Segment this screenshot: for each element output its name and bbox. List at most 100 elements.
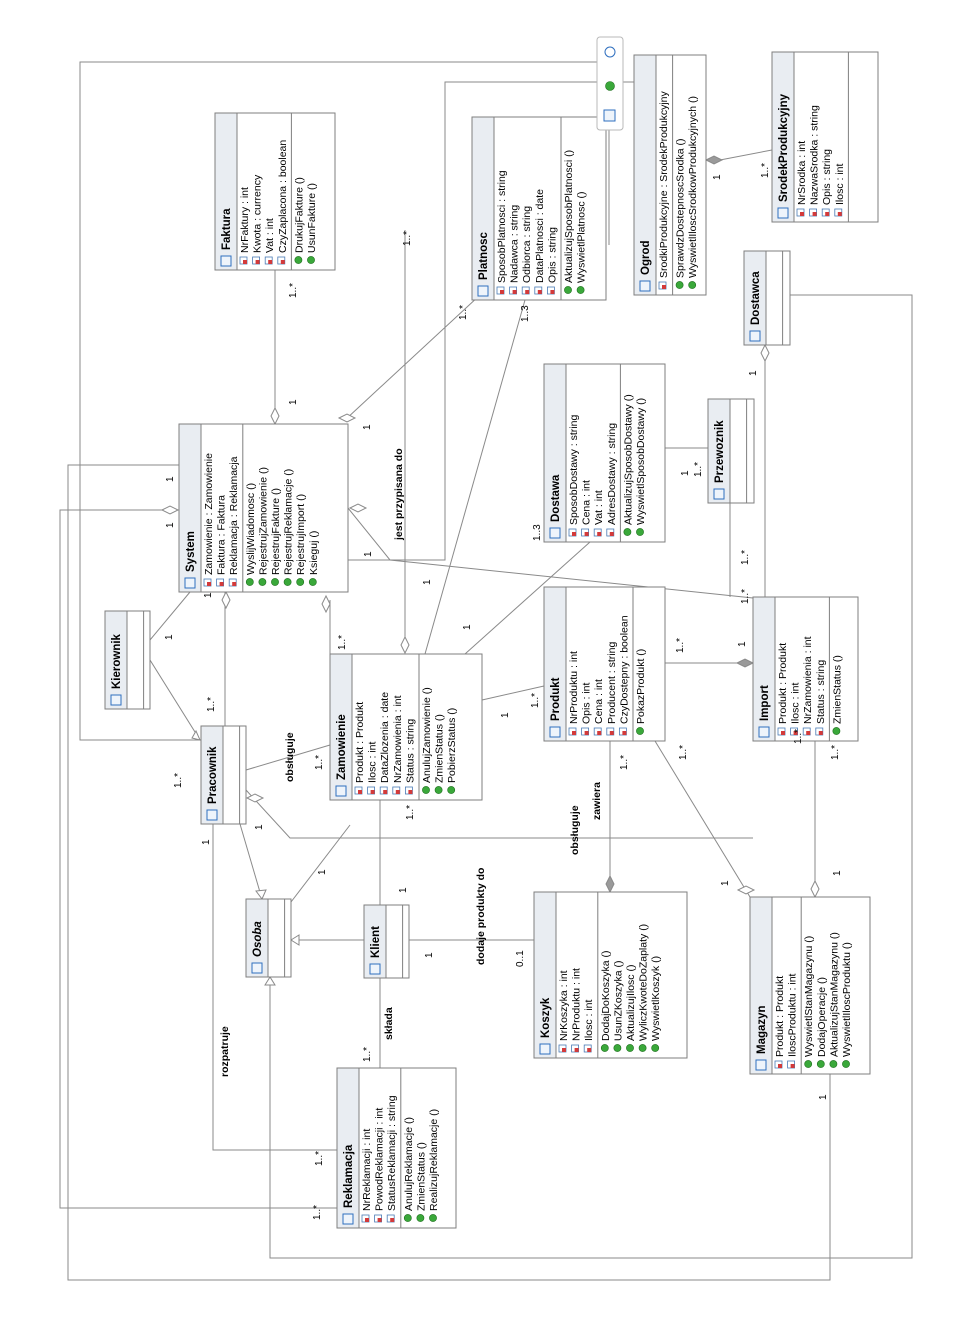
operation: UsunZKoszyka () <box>612 960 624 1041</box>
multiplicity-label: 1..* <box>405 805 416 820</box>
assoc-pracownik-zamowienie[interactable] <box>245 744 331 771</box>
assoc-system-magazyn-outer[interactable] <box>67 464 831 1281</box>
class-klient[interactable]: Klient <box>363 904 410 979</box>
private-marker-icon <box>574 1048 579 1052</box>
class-name: Osoba <box>252 921 264 957</box>
generalization-pracownik-osoba[interactable] <box>239 823 263 900</box>
attribute: SposobPlatnosci : string <box>496 170 508 283</box>
class-name: Dostawca <box>750 271 762 325</box>
private-marker-icon <box>790 1064 795 1068</box>
diagram-toolbar[interactable] <box>596 36 624 131</box>
private-marker-icon <box>662 285 666 289</box>
class-tool-icon[interactable] <box>603 109 616 122</box>
multiplicity-label: 1 <box>165 476 176 482</box>
assoc-ogrod-srodek[interactable] <box>719 149 773 161</box>
attribute: NrZamowienia : int <box>802 636 814 724</box>
operation: WyliczKwoteDoZaplaty () <box>638 924 650 1041</box>
attribute: DataPlatnosci : date <box>534 189 546 283</box>
class-icon <box>110 694 122 706</box>
class-icon <box>342 1213 354 1225</box>
class-dostawca[interactable]: Dostawca <box>743 250 791 346</box>
multiplicity-label: 1..* <box>530 693 541 708</box>
generalization-arrow <box>264 976 276 986</box>
class-osoba[interactable]: Osoba <box>245 898 292 978</box>
generalization-kierownik-pracownik[interactable] <box>149 659 201 741</box>
assoc-system-platnosc[interactable] <box>344 294 481 421</box>
attribute: NazwaSrodka : string <box>809 105 821 205</box>
operation: WyswietlPlatnosc () <box>576 191 588 283</box>
private-marker-icon <box>525 290 530 294</box>
attribute: Produkt : Produkt <box>774 976 786 1057</box>
multiplicity-label: 1..* <box>619 755 630 770</box>
class-header <box>633 54 657 296</box>
private-marker-icon <box>537 290 542 294</box>
attribute: CzyDostepny : boolean <box>618 615 630 724</box>
class-name: System <box>185 531 197 572</box>
class-header <box>752 596 776 742</box>
multiplicity-label: 1 <box>203 592 214 598</box>
attribute: Opis : string <box>821 149 833 205</box>
assoc-pracownik-import[interactable] <box>245 789 753 839</box>
assoc-system-kierownik[interactable] <box>149 591 191 641</box>
attribute: Vat : int <box>264 218 276 253</box>
multiplicity-label: 1..* <box>402 231 413 246</box>
attribute: Vat : int <box>593 490 605 525</box>
class-name: Klient <box>370 926 382 958</box>
multiplicity-label: 1..* <box>793 729 804 744</box>
class-name: Ogrod <box>640 241 652 276</box>
class-kierownik[interactable]: Kierownik <box>104 610 151 710</box>
assoc-dostawca-osoba[interactable] <box>269 294 913 1259</box>
private-marker-icon <box>812 212 817 216</box>
private-marker-icon <box>512 290 517 294</box>
class-przewoznik[interactable]: Przewoznik <box>707 398 755 504</box>
private-marker-icon <box>207 582 211 586</box>
class-pracownik[interactable]: Pracownik <box>200 725 247 825</box>
class-icon <box>539 1043 551 1055</box>
private-marker-icon <box>609 532 614 536</box>
assoc-system-reklamacja[interactable] <box>59 509 337 1209</box>
generalization-arrow <box>290 934 300 946</box>
multiplicity-label: 1..* <box>693 462 704 477</box>
generalization-zamowienie-osoba[interactable] <box>290 824 351 903</box>
private-marker-icon <box>383 790 388 794</box>
private-marker-icon <box>280 260 285 264</box>
assoc-produkt-magazyn[interactable] <box>654 740 751 898</box>
operation: WyswietlIloscProduktu () <box>841 942 853 1057</box>
attribute: Ilosc : int <box>834 163 846 205</box>
multiplicity-label: 1..* <box>675 638 686 653</box>
attribute: Reklamacja : Reklamacja <box>228 456 240 575</box>
attribute-tool-icon[interactable] <box>604 46 616 58</box>
class-icon <box>713 488 725 500</box>
class-name: Magazyn <box>756 1005 768 1054</box>
class-icon <box>369 963 381 975</box>
assoc-dostawa-zamowienie[interactable] <box>464 541 591 655</box>
assoc-pracownik-reklamacja[interactable] <box>212 824 337 1151</box>
operation-icon <box>283 578 292 586</box>
operation-tool-icon[interactable] <box>605 81 615 91</box>
assoc-zamowienie-produkt[interactable] <box>481 685 545 701</box>
multiplicity-label: 1..* <box>362 1047 373 1062</box>
assoc-pracownik-ogrod[interactable] <box>79 61 597 741</box>
operation: WyslijWiadomosc () <box>245 483 257 575</box>
operation-icon <box>675 281 684 289</box>
private-marker-icon <box>562 1048 566 1052</box>
class-header <box>543 586 567 742</box>
assoc-platnosc-zamowienie[interactable] <box>424 299 526 655</box>
private-marker-icon <box>806 731 811 735</box>
composition-diamond <box>704 155 724 165</box>
assoc-system-ogrod[interactable] <box>348 81 634 561</box>
class-icon <box>749 330 761 342</box>
class-icon <box>755 1059 767 1071</box>
